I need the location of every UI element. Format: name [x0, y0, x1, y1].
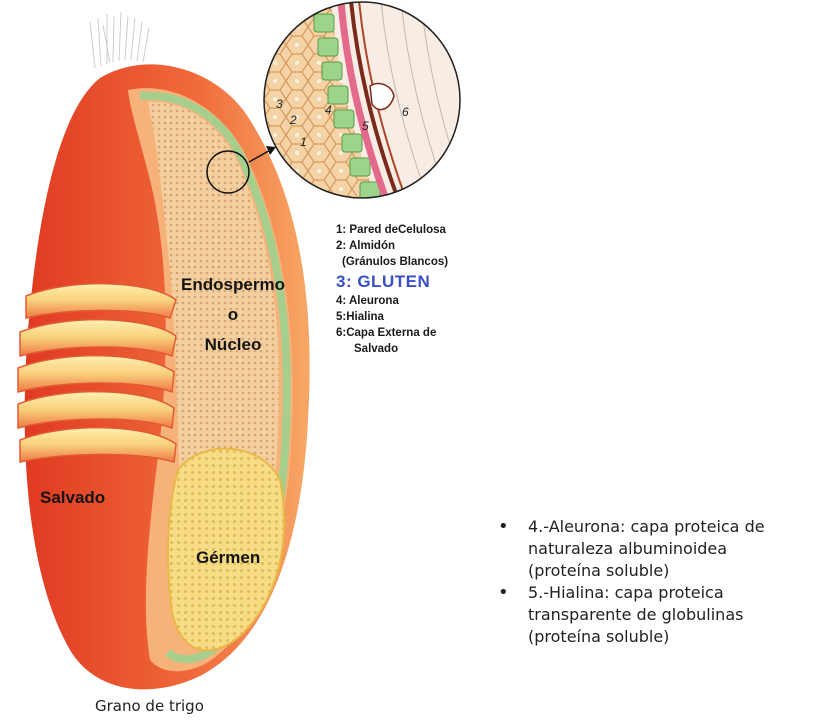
zoom-number: 5	[362, 119, 369, 133]
legend-item: (Gránulos Blancos)	[336, 254, 448, 270]
zoom-number: 4	[325, 103, 332, 117]
note-line: 4.-Aleurona: capa proteica de	[528, 516, 838, 538]
note-item: 5.-Hialina: capa proteica transparente d…	[498, 582, 838, 648]
legend-item: 6:Capa Externa de	[336, 325, 448, 341]
zoom-number: 6	[402, 105, 409, 119]
notes-list: 4.-Aleurona: capa proteica de naturaleza…	[498, 516, 838, 648]
note-item: 4.-Aleurona: capa proteica de naturaleza…	[498, 516, 838, 582]
germ-label: Gérmen	[196, 548, 260, 568]
legend-item: 4: Aleurona	[336, 293, 448, 309]
note-line: transparente de globulinas	[528, 604, 838, 626]
legend-item: Salvado	[336, 341, 448, 357]
note-line: 5.-Hialina: capa proteica	[528, 582, 838, 604]
grain-brush-hairs	[90, 12, 149, 68]
zoom-number: 3	[276, 97, 283, 111]
note-line: (proteína soluble)	[528, 560, 838, 582]
figure-caption: Grano de trigo	[95, 697, 204, 715]
note-line: (proteína soluble)	[528, 626, 838, 648]
note-line: naturaleza albuminoidea	[528, 538, 838, 560]
zoom-detail	[262, 0, 472, 210]
zoom-number: 2	[289, 113, 297, 127]
legend-item-gluten: 3: GLUTEN	[336, 274, 448, 290]
bran-label: Salvado	[40, 488, 105, 508]
legend-item: 1: Pared deCelulosa	[336, 222, 448, 238]
endosperm-label-line: Núcleo	[170, 330, 296, 360]
legend-item: 2: Almidón	[336, 238, 448, 254]
bran-flaps	[18, 284, 176, 462]
endosperm-label: Endospermo o Núcleo	[170, 270, 296, 360]
legend-item: 5:Hialina	[336, 309, 448, 325]
endosperm-label-line: Endospermo	[170, 270, 296, 300]
zoom-number: 1	[300, 135, 307, 149]
endosperm-label-line: o	[170, 300, 296, 330]
diagram-legend: 1: Pared deCelulosa 2: Almidón (Gránulos…	[336, 222, 448, 357]
